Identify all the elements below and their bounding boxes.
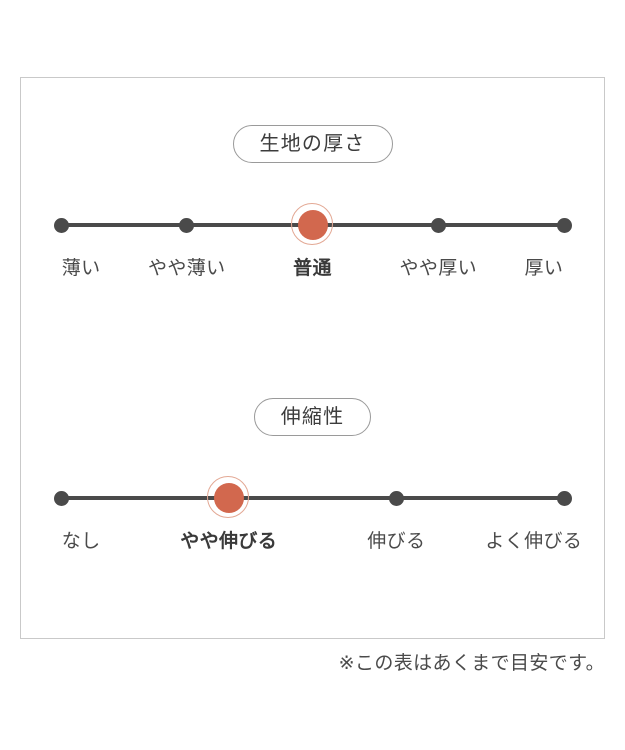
scale-track-stretchability: [53, 476, 572, 518]
scale-label-fabric-thickness-4: 厚い: [524, 258, 564, 279]
scale-label-stretchability-2: 伸びる: [367, 531, 426, 552]
scale-labels-fabric-thickness: 薄い やや薄い 普通 やや厚い 厚い: [61, 258, 564, 289]
scale-label-fabric-thickness-0: 薄い: [61, 258, 101, 279]
scale-dot-fabric-thickness-2-selected[interactable]: [290, 203, 333, 245]
scale-title-row-stretchability: 伸縮性: [21, 398, 604, 436]
fabric-spec-card: 生地の厚さ 薄い やや薄い 普通 やや厚い 厚い 伸縮性: [20, 77, 605, 639]
scale-dot-fabric-thickness-0[interactable]: [53, 217, 69, 233]
scale-dot-stretchability-0[interactable]: [53, 490, 69, 506]
track-line: [61, 496, 564, 500]
scale-label-fabric-thickness-3: やや厚い: [399, 258, 478, 279]
scale-title-row-fabric-thickness: 生地の厚さ: [21, 125, 604, 163]
scale-dot-stretchability-1-selected[interactable]: [206, 476, 249, 518]
scale-label-stretchability-3: よく伸びる: [485, 531, 583, 552]
scale-labels-stretchability: なし やや伸びる 伸びる よく伸びる: [61, 531, 582, 562]
scale-title-pill-stretchability: 伸縮性: [253, 398, 372, 436]
scale-label-fabric-thickness-1: やや薄い: [147, 258, 226, 279]
scale-dot-fabric-thickness-3[interactable]: [430, 217, 446, 233]
scale-title-pill-fabric-thickness: 生地の厚さ: [232, 125, 393, 163]
scale-track-fabric-thickness: [53, 203, 572, 245]
scale-group-fabric-thickness: 生地の厚さ 薄い やや薄い 普通 やや厚い 厚い: [21, 125, 604, 289]
scale-dot-stretchability-2[interactable]: [388, 490, 404, 506]
scale-dot-fabric-thickness-4[interactable]: [556, 217, 572, 233]
footnote-disclaimer: ※この表はあくまで目安です。: [338, 653, 605, 674]
scale-dot-stretchability-3[interactable]: [556, 490, 572, 506]
scale-label-fabric-thickness-2: 普通: [293, 258, 332, 279]
scale-label-stretchability-1: やや伸びる: [180, 531, 278, 552]
scale-dot-fabric-thickness-1[interactable]: [179, 217, 195, 233]
scale-label-stretchability-0: なし: [61, 531, 101, 552]
scale-group-stretchability: 伸縮性 なし やや伸びる 伸びる よく伸びる: [21, 398, 604, 562]
